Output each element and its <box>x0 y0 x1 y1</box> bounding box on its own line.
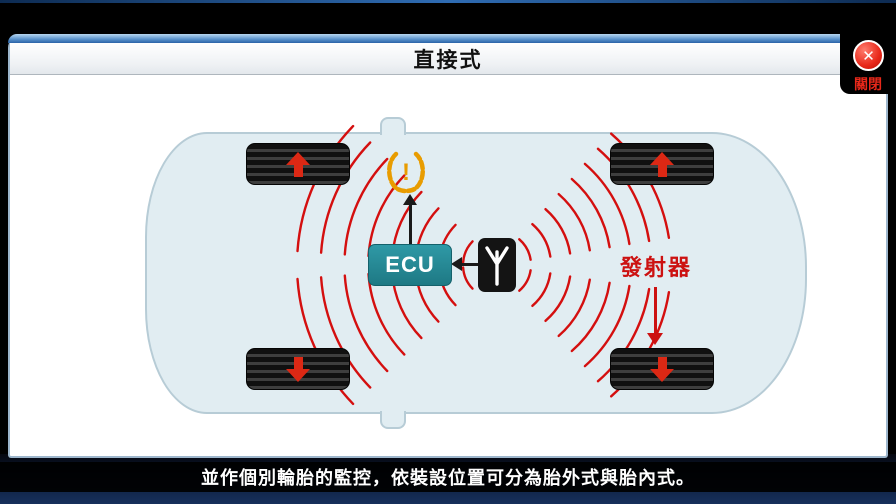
tpms-exclamation: ! <box>402 159 410 186</box>
transmitter-label: 發射器 <box>619 255 692 280</box>
tpms-warning-icon: ! <box>383 150 429 194</box>
arrow-antenna-to-ecu-head <box>451 257 462 271</box>
tire-front-left <box>246 143 350 185</box>
tire-sensor-icon <box>650 151 674 177</box>
dialog-titlebar: 直接式 <box>10 43 886 75</box>
arrow-ecu-to-tpms <box>409 204 412 244</box>
dialog-header-frame <box>8 34 888 43</box>
close-label[interactable]: 關閉 <box>854 76 882 92</box>
caption-bar: 並作個別輪胎的監控，依裝設位置可分為胎外式與胎內式。 <box>0 462 896 492</box>
close-button[interactable]: ✕ <box>853 40 884 71</box>
transmitter-arrow-head <box>647 333 663 345</box>
top-accent-line <box>0 0 896 3</box>
tire-sensor-icon <box>286 356 310 382</box>
car-mirror-bottom <box>380 411 406 429</box>
ecu-box: ECU <box>368 244 452 286</box>
antenna-icon <box>478 238 516 292</box>
tire-rear-left <box>246 348 350 390</box>
tire-rear-right <box>610 348 714 390</box>
tire-front-right <box>610 143 714 185</box>
car-mirror-top <box>380 117 406 135</box>
arrow-antenna-to-ecu <box>461 263 478 266</box>
dialog-title: 直接式 <box>413 48 483 72</box>
tire-sensor-icon <box>286 151 310 177</box>
tire-sensor-icon <box>650 356 674 382</box>
transmitter-arrow-line <box>654 287 657 335</box>
close-icon: ✕ <box>862 47 875 65</box>
caption-text: 並作個別輪胎的監控，依裝設位置可分為胎外式與胎內式。 <box>201 468 695 488</box>
